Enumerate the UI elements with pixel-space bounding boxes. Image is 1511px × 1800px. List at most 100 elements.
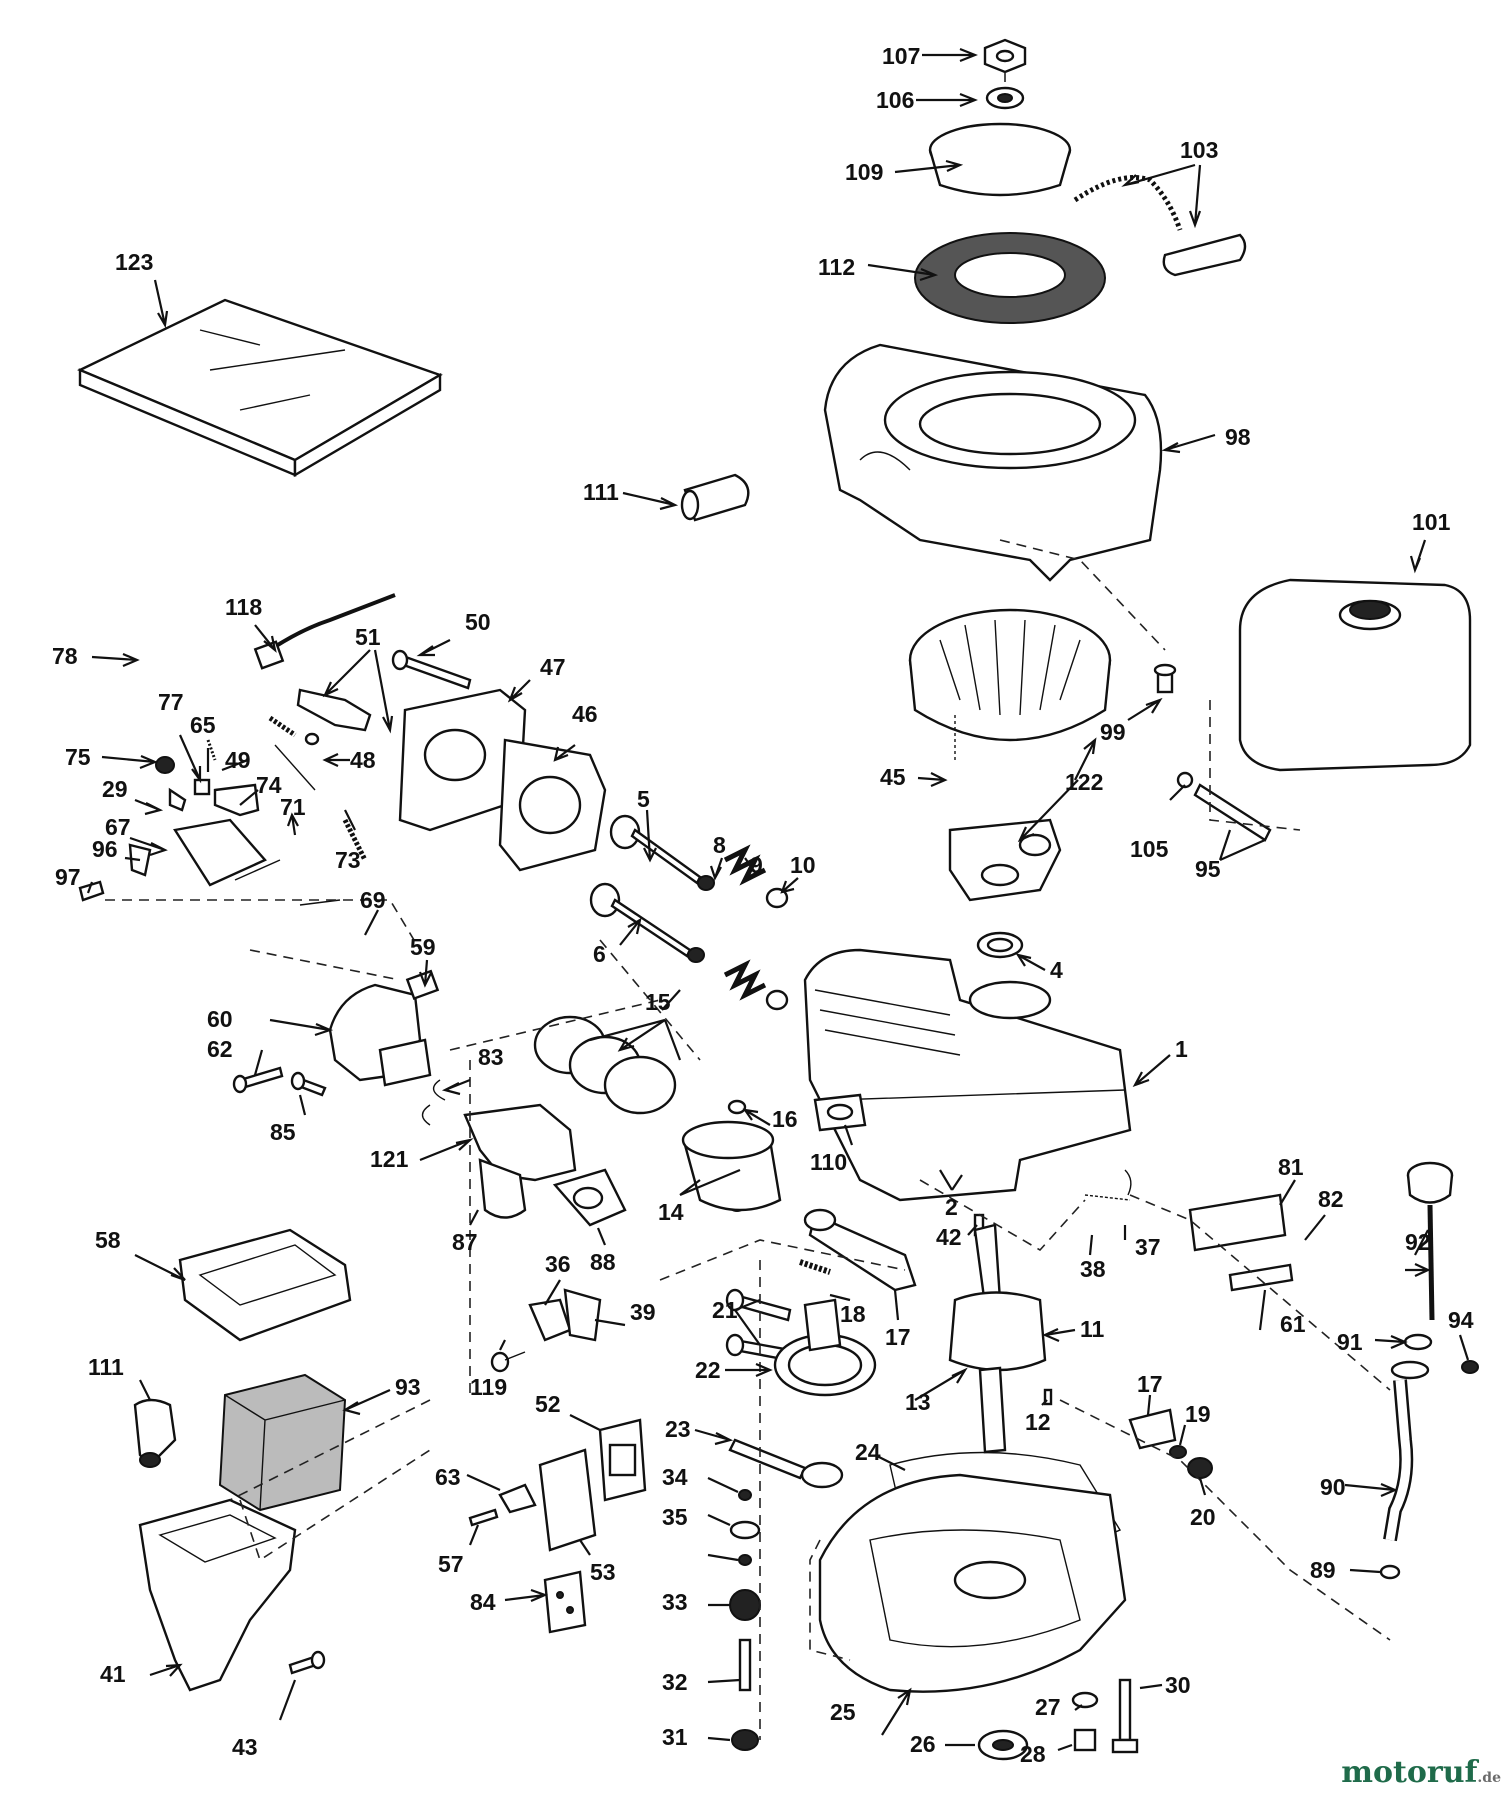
part-label: 30 [1165,1672,1191,1698]
part-92-dipstick [1406,1161,1454,1321]
part-label: 111 [583,479,619,505]
part-label: 101 [1412,509,1451,535]
part-label: 73 [335,847,361,873]
part-label: 96 [92,836,118,862]
part-label: 50 [465,609,491,635]
part-85-screw [290,1071,327,1097]
part-25-sump [818,1473,1127,1693]
part-61-decal [1228,1263,1294,1292]
part-label: 15 [645,989,671,1015]
part-label: 6 [593,941,606,967]
part-label: 63 [435,1464,461,1490]
part-123-gasket-set [77,298,443,478]
part-label: 5 [637,786,650,812]
part-label: 34 [662,1464,688,1490]
part-label: 109 [845,159,883,185]
part-112-screen [914,232,1106,324]
part-label: 94 [1448,1307,1474,1333]
part-93-filter-element [218,1373,347,1512]
part-63-bracket [498,1483,537,1514]
part-21-tappets [725,1288,792,1362]
part-111-tube [680,473,750,522]
part-label: 17 [885,1324,911,1350]
part-label: 24 [855,1439,881,1465]
part-label: 67 [105,814,131,840]
part-label: 13 [905,1389,931,1415]
part-99-bolt [1153,663,1177,694]
part-label: 47 [540,654,566,680]
part-51-spark-plug [296,688,372,732]
part-52-gasket [598,1418,647,1502]
part-label: 98 [1225,424,1251,450]
part-governor-linkage [78,715,368,906]
part-label: 78 [52,643,78,669]
part-37-screw [1084,1169,1132,1201]
part-label: 45 [880,764,906,790]
part-119-screw [490,1351,526,1373]
part-label: 14 [658,1199,684,1225]
part-label: 82 [1318,1186,1344,1212]
part-ignition-armature [948,818,1062,902]
part-121-carburetor [463,1103,577,1219]
part-83-clip [421,1079,446,1126]
part-1-cylinder-block [803,948,1132,1202]
part-91-washer [1403,1333,1433,1351]
part-62-screw [232,1066,284,1094]
part-9-spring-lower [723,959,767,1001]
watermark-brand: motoruf [1341,1755,1478,1790]
part-122-flywheel [908,608,1112,742]
part-labels: 107 106 109 103 112 123 98 111 101 118 5… [52,43,1474,1767]
part-label: 46 [572,701,598,727]
part-label: 87 [452,1229,478,1255]
part-81-plate [1188,1193,1287,1252]
part-18-bolts [799,1259,831,1275]
part-19-washer [1169,1445,1187,1459]
part-8-retainer [687,875,789,1011]
part-57-screw [468,1508,499,1527]
part-label: 51 [355,624,381,650]
part-label: 119 [470,1374,507,1400]
part-17-connecting-rod [803,1208,917,1292]
part-label: 61 [1280,1311,1306,1337]
part-label: 107 [882,43,920,69]
part-label: 20 [1190,1504,1216,1530]
part-label: 123 [115,249,153,275]
part-labels-duplicates: 111 17 25 [88,1354,1163,1725]
part-58-air-cleaner-cover [178,1228,352,1342]
watermark-logo: motoruf.de [1341,1755,1501,1790]
part-43-screw [288,1650,326,1675]
part-label: 57 [438,1551,464,1577]
part-label: 71 [280,794,306,820]
part-label: 33 [662,1589,688,1615]
part-label: 74 [256,772,282,798]
part-label: 2 [945,1194,958,1220]
part-30-bolt [1111,1678,1139,1754]
part-label: 58 [95,1227,121,1253]
part-46-head-gasket [498,738,607,872]
part-label: 38 [1080,1256,1106,1282]
part-101-fuel-tank [1238,578,1472,772]
part-label: 22 [695,1357,721,1383]
part-22-camshaft [773,1298,877,1397]
part-label: 62 [207,1036,233,1062]
part-23-governor-rod [728,1438,844,1489]
part-84-gasket [543,1570,587,1634]
part-label: 41 [100,1661,126,1687]
leader-lines [86,47,1470,1752]
part-label: 42 [936,1224,962,1250]
part-label: 81 [1278,1154,1304,1180]
part-label: 1 [1175,1036,1188,1062]
part-label: 27 [1035,1694,1061,1720]
part-label: 110 [810,1149,847,1175]
part-31-seal [731,1729,759,1751]
part-95-fuel-line [1176,771,1272,842]
part-94-screw [1461,1360,1479,1374]
part-label: 112 [818,254,855,280]
part-label: 85 [270,1119,296,1145]
part-103-starter-rope [1073,175,1247,277]
part-label: 8 [713,832,726,858]
part-label: 88 [590,1249,616,1275]
part-27-washer [1071,1691,1099,1709]
part-32-shaft [738,1638,752,1692]
